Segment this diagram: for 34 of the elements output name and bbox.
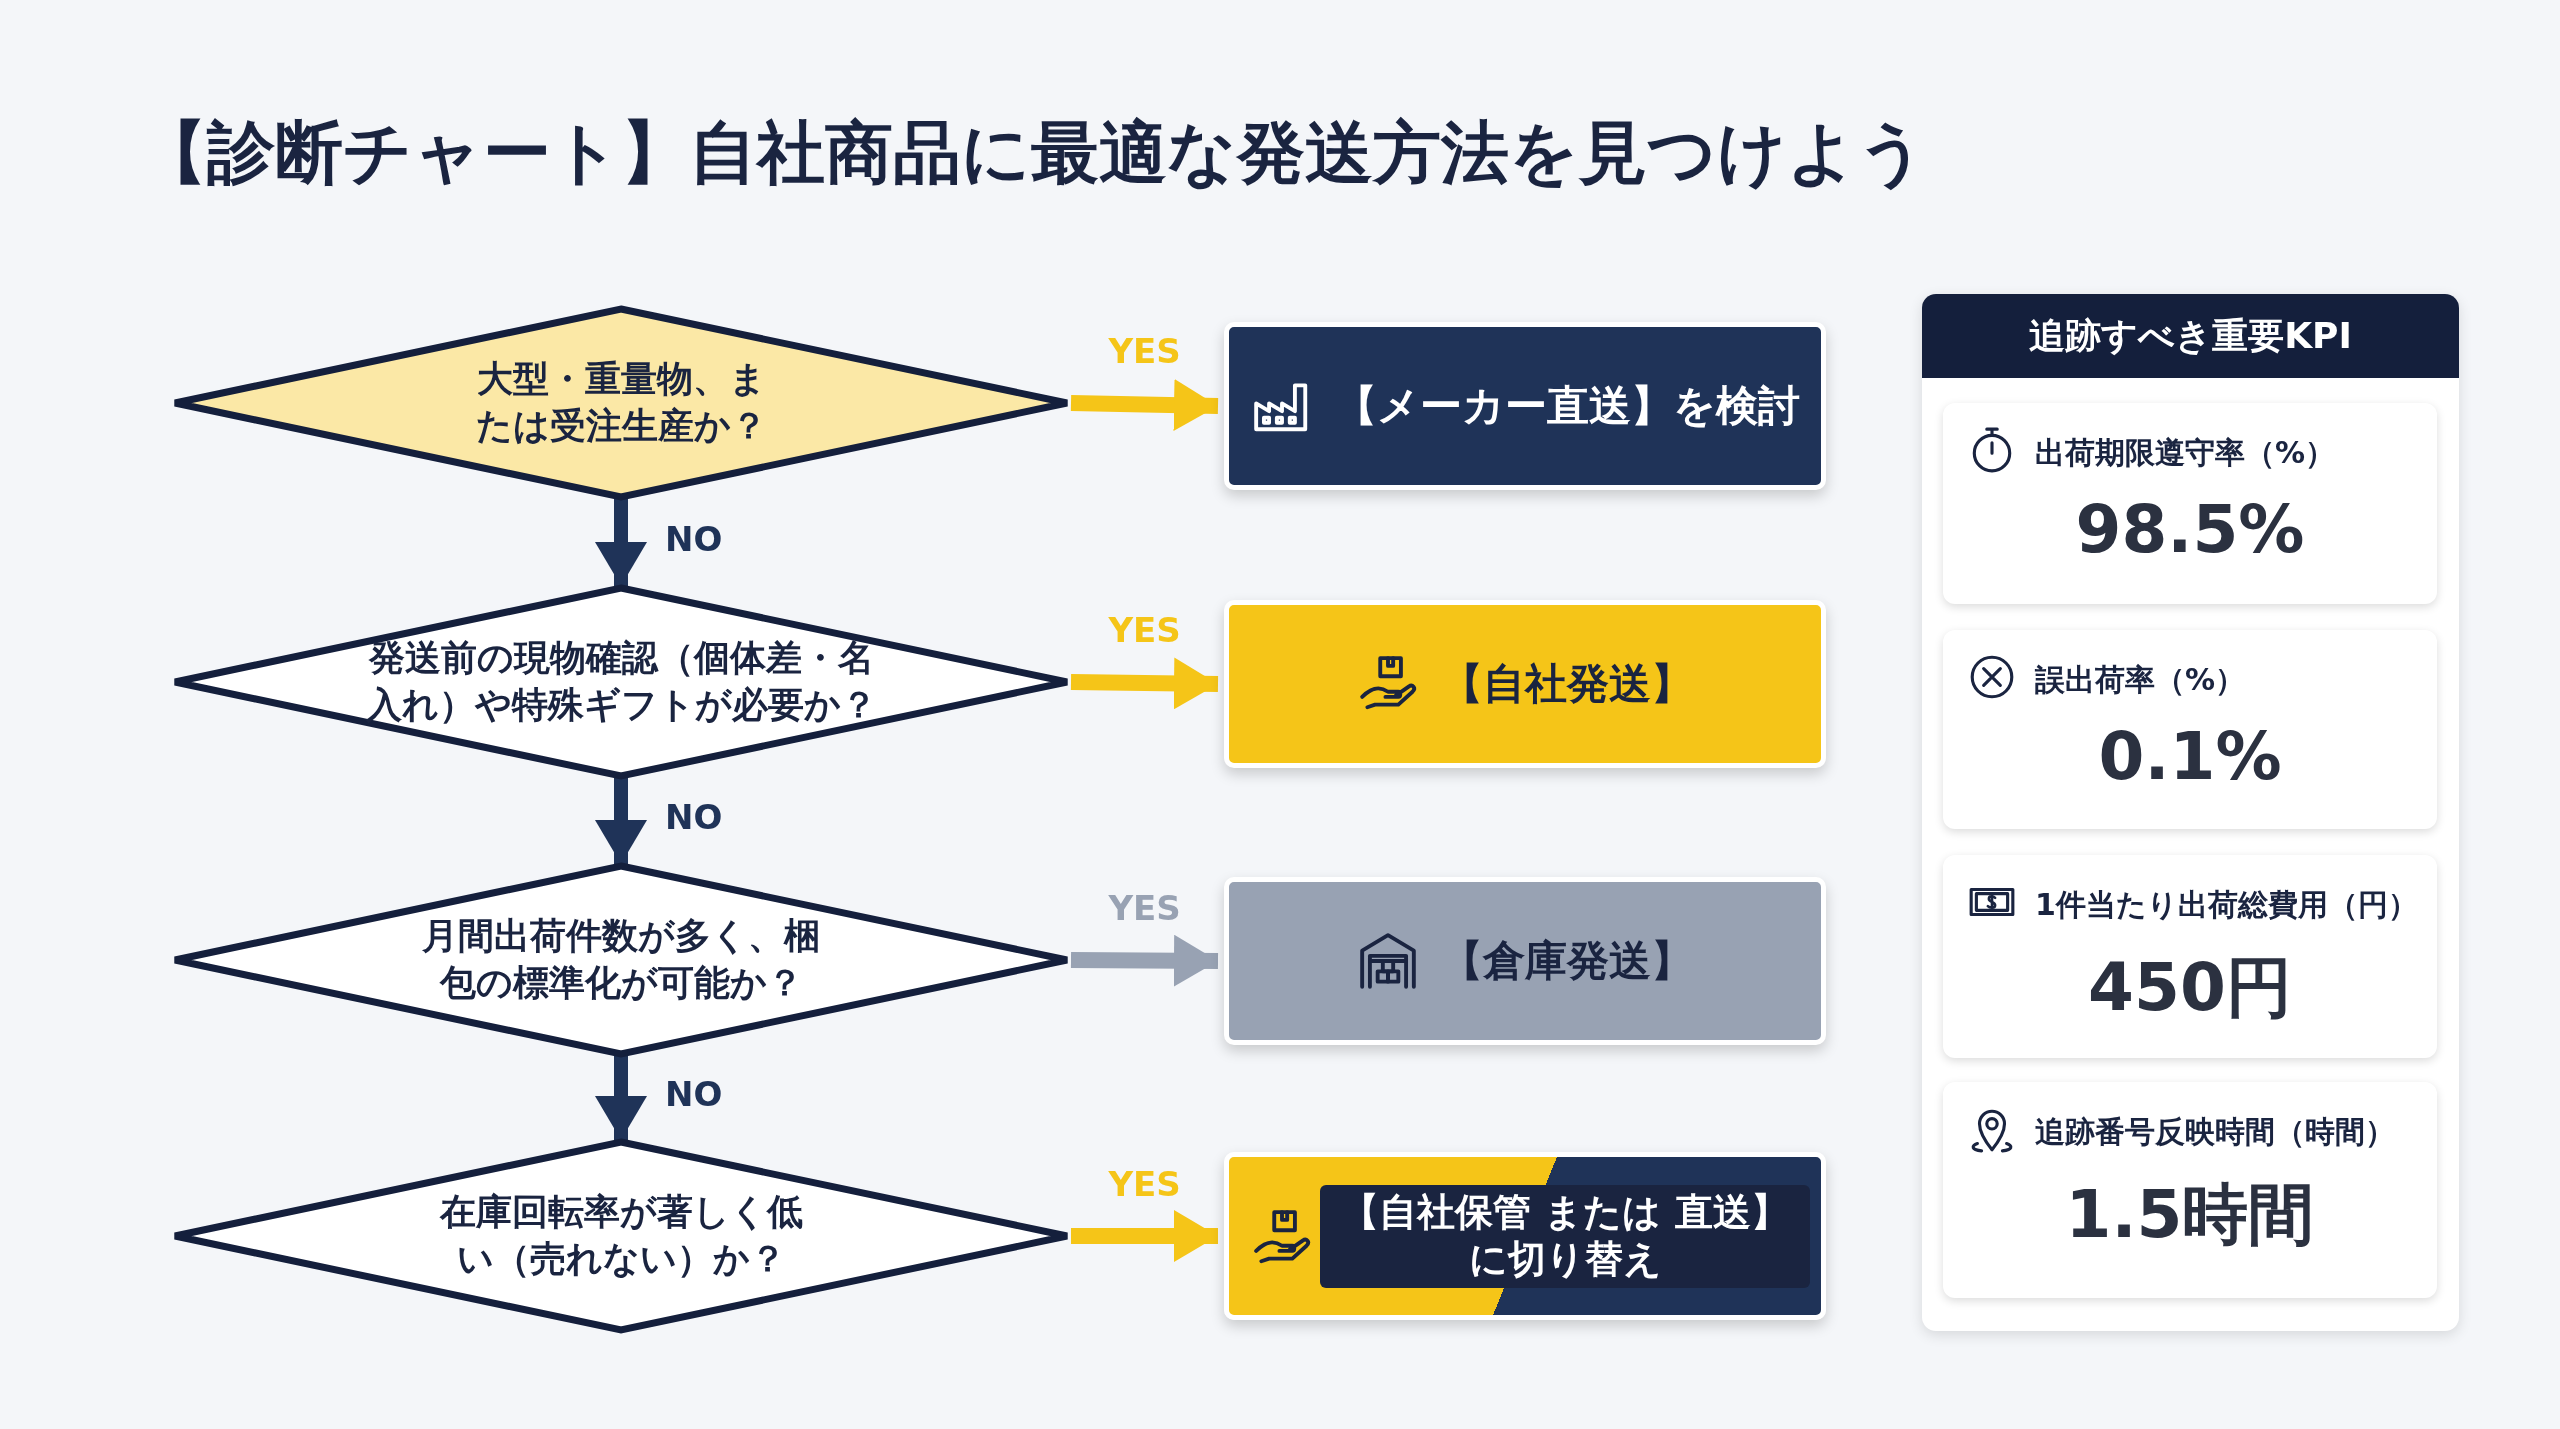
result-box bbox=[1224, 322, 1826, 490]
result-text: 【自社保管 または 直送】に切り替え bbox=[1320, 1184, 1810, 1288]
kpi-card bbox=[1943, 630, 2437, 829]
arrow bbox=[1070, 379, 1219, 432]
result-text: 【メーカー直送】を検討 bbox=[1334, 379, 1800, 432]
question-text: 大型・重量物、または受注生産か？ bbox=[474, 357, 768, 448]
kpi-label: 誤出荷率（%） bbox=[2035, 661, 2246, 699]
kpi-value: 0.1% bbox=[2097, 718, 2283, 795]
result-box bbox=[1224, 877, 1826, 1045]
kpi-card bbox=[1943, 855, 2437, 1058]
question-text: 発送前の現物確認（個体差・名入れ）や特殊ギフトが必要か？ bbox=[364, 636, 878, 727]
kpi-card bbox=[1943, 403, 2437, 604]
result-box bbox=[1224, 600, 1826, 768]
kpi-label: 追跡番号反映時間（時間） bbox=[2035, 1113, 2395, 1151]
result-text: 【自社発送】 bbox=[1441, 657, 1693, 710]
arrow bbox=[1070, 657, 1219, 710]
question-text: 月間出荷件数が多く、梱包の標準化が可能か？ bbox=[421, 914, 821, 1005]
result-box bbox=[1224, 1152, 1826, 1320]
kpi-panel bbox=[1922, 294, 2459, 1331]
kpi-label: 1件当たり出荷総費用（円） bbox=[2035, 886, 2418, 924]
arrow bbox=[1071, 1210, 1218, 1262]
arrow bbox=[1070, 934, 1219, 987]
panel-header: 追跡すべき重要KPI bbox=[1922, 294, 2459, 378]
kpi-label: 出荷期限遵守率（%） bbox=[2035, 434, 2336, 472]
question-text: 在庫回転率が著しく低い（売れない）か？ bbox=[438, 1190, 804, 1281]
arrow bbox=[595, 499, 647, 586]
arrow bbox=[595, 1056, 647, 1140]
kpi-value: 1.5時間 bbox=[2064, 1175, 2316, 1255]
arrow bbox=[595, 778, 647, 864]
title: 【診断チャート】自社商品に最適な発送方法を見つけよう bbox=[139, 112, 1927, 194]
result-text: 【倉庫発送】 bbox=[1441, 934, 1693, 987]
kpi-value: 450円 bbox=[2087, 948, 2293, 1028]
kpi-card bbox=[1943, 1082, 2437, 1298]
kpi-value: 98.5% bbox=[2074, 491, 2306, 568]
